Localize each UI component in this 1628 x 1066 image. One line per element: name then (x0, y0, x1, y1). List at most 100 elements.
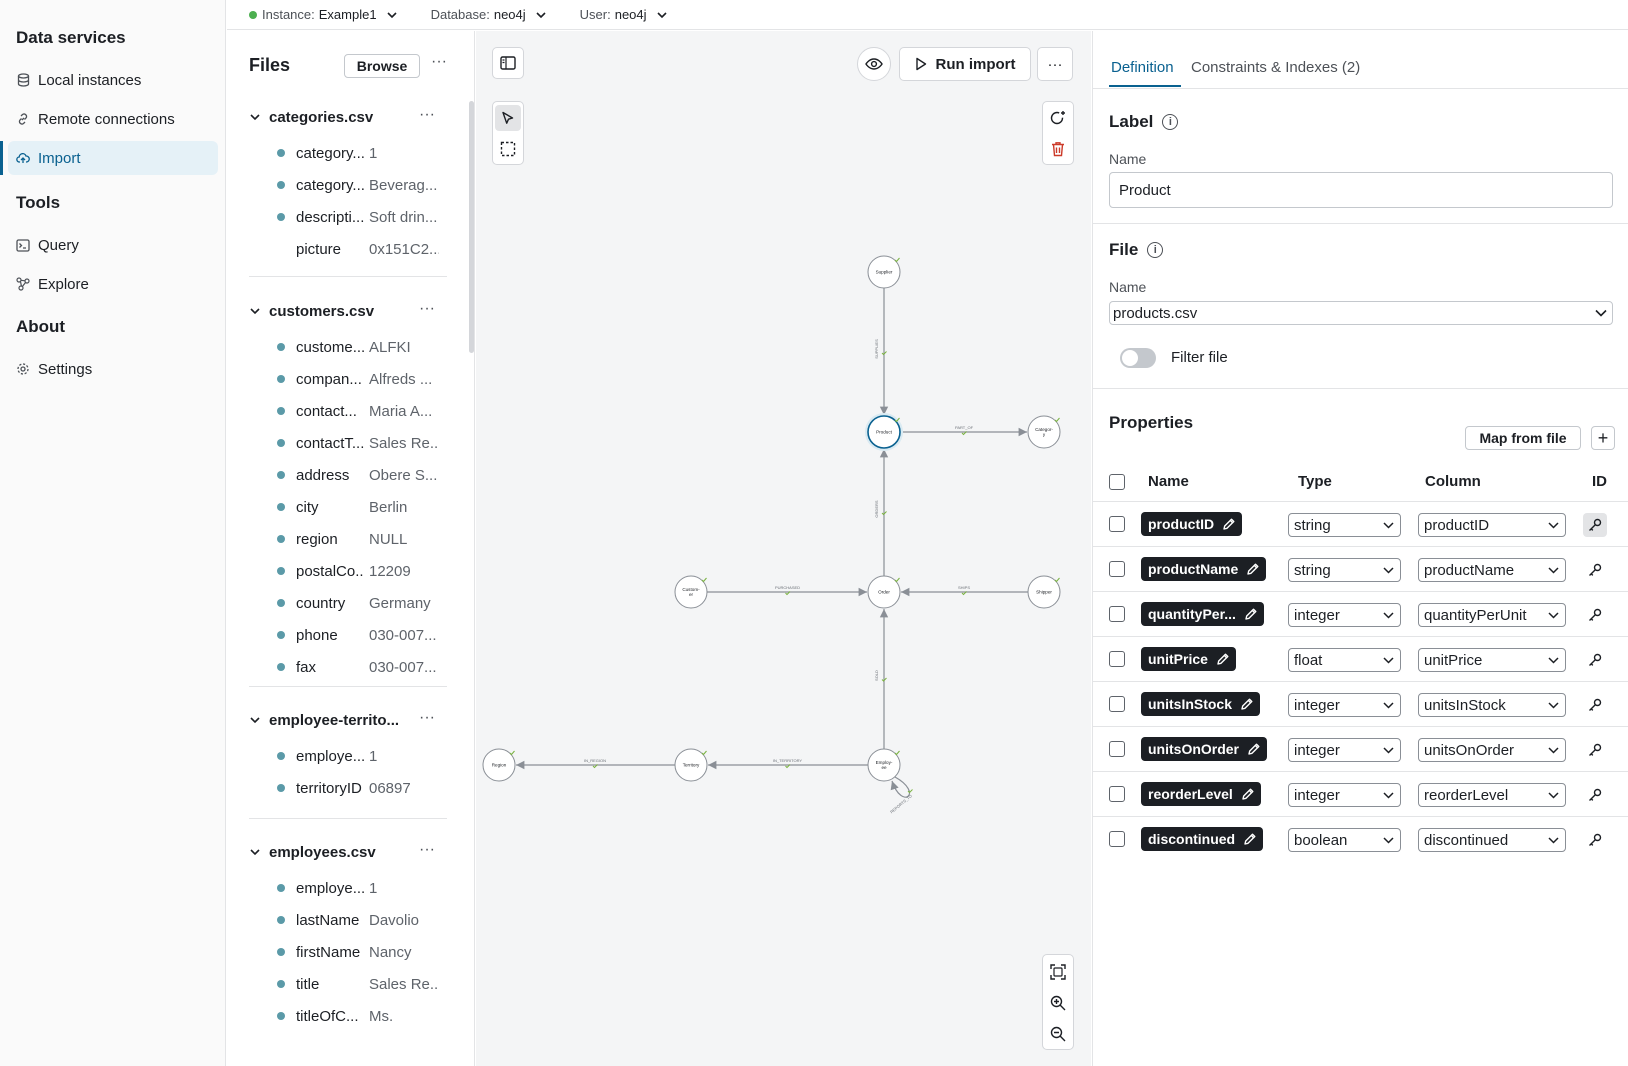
property-name-chip[interactable]: productName (1141, 557, 1267, 581)
property-type-select[interactable]: boolean (1288, 828, 1401, 852)
pencil-icon[interactable] (1216, 652, 1230, 666)
pencil-icon[interactable] (1246, 562, 1260, 576)
property-column-select[interactable]: reorderLevel (1418, 783, 1566, 807)
id-key-toggle[interactable] (1583, 513, 1607, 537)
zoom-out-button[interactable] (1045, 1021, 1071, 1047)
more-button[interactable]: ··· (1037, 47, 1073, 81)
property-type-select[interactable]: integer (1288, 603, 1401, 627)
sidebar-item-import[interactable]: Import (0, 141, 218, 175)
property-type-select[interactable]: integer (1288, 783, 1401, 807)
property-column-select[interactable]: productID (1418, 513, 1566, 537)
node-region[interactable]: Region (482, 748, 516, 782)
select-all-checkbox[interactable] (1109, 474, 1125, 490)
sidebar-item-explore[interactable]: Explore (8, 267, 218, 301)
property-column-select[interactable]: productName (1418, 558, 1566, 582)
user-selector[interactable]: User: neo4j (580, 7, 667, 22)
file-column-row[interactable]: descripti...Soft drin... (249, 201, 447, 233)
toggle-sidebar-button[interactable] (492, 47, 524, 79)
property-type-select[interactable]: float (1288, 648, 1401, 672)
property-name-chip[interactable]: quantityPer... (1141, 602, 1264, 626)
browse-button[interactable]: Browse (344, 54, 420, 78)
node-territory[interactable]: Territory (674, 748, 708, 782)
pencil-icon[interactable] (1222, 517, 1236, 531)
instance-selector[interactable]: Instance: Example1 (249, 7, 397, 22)
property-name-chip[interactable]: discontinued (1141, 827, 1264, 851)
id-key-toggle[interactable] (1583, 783, 1607, 807)
file-column-row[interactable]: contact...Maria A... (249, 395, 447, 427)
file-column-row[interactable]: employe...1 (249, 872, 447, 904)
property-checkbox[interactable] (1109, 696, 1125, 712)
pencil-icon[interactable] (1241, 787, 1255, 801)
more-icon[interactable]: ··· (419, 709, 435, 726)
run-import-button[interactable]: Run import (899, 47, 1031, 81)
relationship-edge[interactable]: SUPPLIES (874, 288, 889, 415)
add-property-button[interactable]: + (1591, 426, 1615, 450)
file-column-row[interactable]: employe...1 (249, 740, 447, 772)
label-name-input[interactable]: Product (1109, 172, 1613, 208)
more-icon[interactable]: ··· (419, 841, 435, 858)
more-icon[interactable]: ··· (419, 300, 435, 317)
relationship-edge[interactable]: IN_TERRITORY (708, 758, 868, 770)
zoom-in-button[interactable] (1045, 990, 1071, 1016)
file-group-header[interactable]: categories.csv··· (249, 106, 447, 128)
id-key-toggle[interactable] (1583, 648, 1607, 672)
relationship-edge[interactable]: PURCHASED (707, 585, 867, 597)
more-icon[interactable]: ··· (431, 53, 447, 70)
model-canvas[interactable]: Run import ··· SUPPLIE (476, 31, 1091, 1066)
node-supplier[interactable]: Supplier (867, 255, 901, 289)
id-key-toggle[interactable] (1583, 558, 1607, 582)
node-shipper[interactable]: Shipper (1027, 575, 1061, 609)
relationship-edge[interactable]: IN_REGION (516, 758, 675, 770)
property-name-chip[interactable]: unitsOnOrder (1141, 737, 1268, 761)
property-name-chip[interactable]: unitPrice (1141, 647, 1236, 671)
add-node-button[interactable] (1045, 105, 1071, 131)
file-column-row[interactable]: titleOfC...Ms. (249, 1000, 447, 1032)
property-column-select[interactable]: unitsInStock (1418, 693, 1566, 717)
file-name-select[interactable]: products.csv (1109, 301, 1613, 325)
map-from-file-button[interactable]: Map from file (1465, 426, 1581, 450)
node-employee[interactable]: Employ-ee (867, 748, 901, 782)
info-icon[interactable]: i (1162, 114, 1179, 130)
files-scrollbar[interactable] (469, 101, 474, 353)
select-tool-button[interactable] (495, 105, 521, 131)
more-icon[interactable]: ··· (419, 106, 435, 123)
property-name-chip[interactable]: productID (1141, 512, 1243, 536)
sidebar-item-settings[interactable]: Settings (8, 352, 218, 386)
property-type-select[interactable]: string (1288, 513, 1401, 537)
relationship-edge[interactable]: ORDERS (874, 449, 889, 576)
pencil-icon[interactable] (1240, 697, 1254, 711)
id-key-toggle[interactable] (1583, 738, 1607, 762)
property-column-select[interactable]: unitsOnOrder (1418, 738, 1566, 762)
file-column-row[interactable]: custome...ALFKI (249, 331, 447, 363)
property-checkbox[interactable] (1109, 561, 1125, 577)
property-name-chip[interactable]: unitsInStock (1141, 692, 1261, 716)
id-key-toggle[interactable] (1583, 828, 1607, 852)
pencil-icon[interactable] (1243, 832, 1257, 846)
box-select-tool-button[interactable] (495, 136, 521, 162)
property-checkbox[interactable] (1109, 651, 1125, 667)
filter-file-toggle[interactable] (1120, 348, 1156, 368)
property-checkbox[interactable] (1109, 606, 1125, 622)
relationship-edge[interactable]: REPORTS_TO (889, 776, 913, 814)
relationship-edge[interactable]: PART_OF (900, 425, 1027, 437)
sidebar-item-local-instances[interactable]: Local instances (8, 63, 218, 97)
database-selector[interactable]: Database: neo4j (431, 7, 546, 22)
tab-constraints-indexes[interactable]: Constraints & Indexes (2) (1191, 59, 1361, 76)
delete-button[interactable] (1045, 136, 1071, 162)
preview-button[interactable] (857, 47, 891, 81)
node-order[interactable]: Order (867, 575, 901, 609)
relationship-edge[interactable]: SHIPS (901, 585, 1028, 597)
sidebar-item-remote-connections[interactable]: Remote connections (8, 102, 218, 136)
property-checkbox[interactable] (1109, 741, 1125, 757)
property-type-select[interactable]: integer (1288, 738, 1401, 762)
tab-definition[interactable]: Definition (1111, 59, 1174, 76)
